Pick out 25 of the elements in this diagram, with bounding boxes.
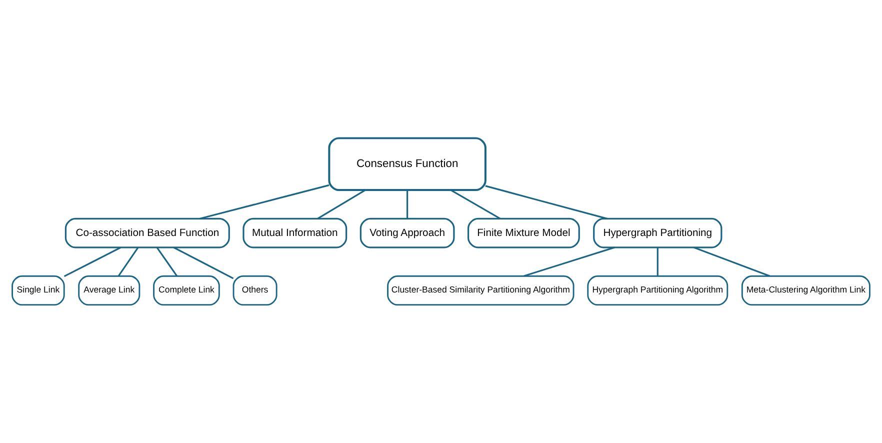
connector (485, 185, 608, 220)
node-box: Single Link (12, 275, 65, 306)
connector (118, 247, 139, 276)
connector (656, 248, 658, 276)
node-box: Co-association Based Function (64, 218, 230, 248)
connector (156, 247, 178, 276)
connector (200, 184, 330, 220)
node-box: Finite Mixture Model (468, 218, 580, 248)
connector (450, 189, 500, 220)
node-box: Consensus Function (328, 137, 486, 191)
node-box: Mutual Information (242, 218, 348, 248)
node-box: Meta-Clustering Algorithm Link (741, 275, 870, 306)
node-box: Average Link (78, 275, 140, 306)
connector (694, 246, 770, 277)
connector (406, 190, 408, 218)
connector (524, 246, 615, 277)
node-box: Others (232, 275, 278, 306)
node-box: Voting Approach (360, 218, 455, 248)
node-box: Hypergraph Partitioning Algorithm (587, 275, 728, 306)
node-box: Cluster-Based Similarity Partitioning Algorithm (387, 275, 574, 306)
connector (317, 190, 366, 220)
connector (64, 246, 122, 278)
connector (173, 246, 234, 280)
node-box: Hypergraph Partitioning (593, 218, 722, 248)
node-box: Complete Link (153, 275, 220, 306)
